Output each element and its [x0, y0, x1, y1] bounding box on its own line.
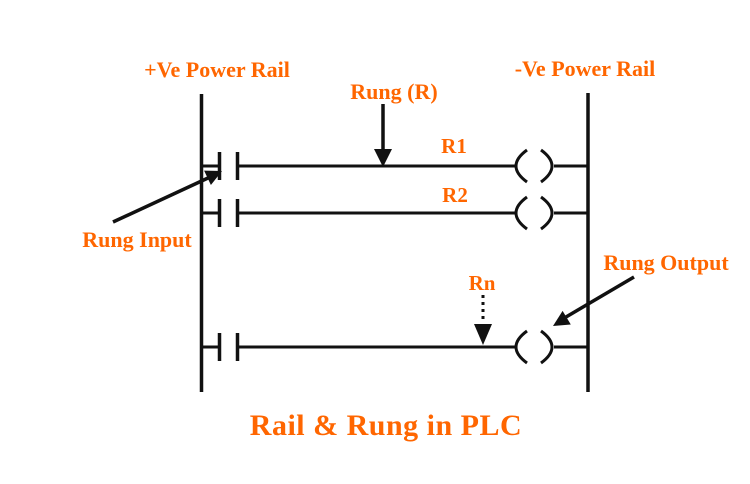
rung-row-r1 [201, 148, 588, 184]
rung-input-arrow-line [112, 176, 209, 224]
rung1-label: R1 [441, 134, 467, 158]
left-rail-label: +Ve Power Rail [144, 57, 290, 82]
rung-row-r2 [201, 195, 588, 231]
rung-row-rn [201, 329, 588, 365]
rung3-label: Rn [468, 271, 496, 295]
annotation-arrows [112, 104, 635, 345]
rung-pointer-arrowhead-icon [374, 149, 392, 167]
rung1-output-coil-symbol [540, 148, 554, 184]
rung-output-label: Rung Output [603, 250, 729, 275]
diagram-title: Rail & Rung in PLC [249, 409, 523, 442]
rung2-output-coil-symbol [540, 195, 554, 231]
rung-output-arrow-line [565, 275, 635, 319]
rung2-label: R2 [442, 183, 468, 207]
rung1-output-coil-symbol [514, 148, 528, 184]
rn-arrowhead-icon [474, 324, 492, 345]
rung-output-arrowhead-icon [553, 310, 571, 326]
rung2-output-coil-symbol [514, 195, 528, 231]
rung3-output-coil-symbol [540, 329, 554, 365]
rung-input-arrowhead-icon [204, 170, 222, 185]
rung3-output-coil-symbol [514, 329, 528, 365]
rung-pointer-label: Rung (R) [350, 79, 438, 104]
right-rail-label: -Ve Power Rail [514, 56, 656, 81]
rung-input-label: Rung Input [82, 227, 192, 252]
